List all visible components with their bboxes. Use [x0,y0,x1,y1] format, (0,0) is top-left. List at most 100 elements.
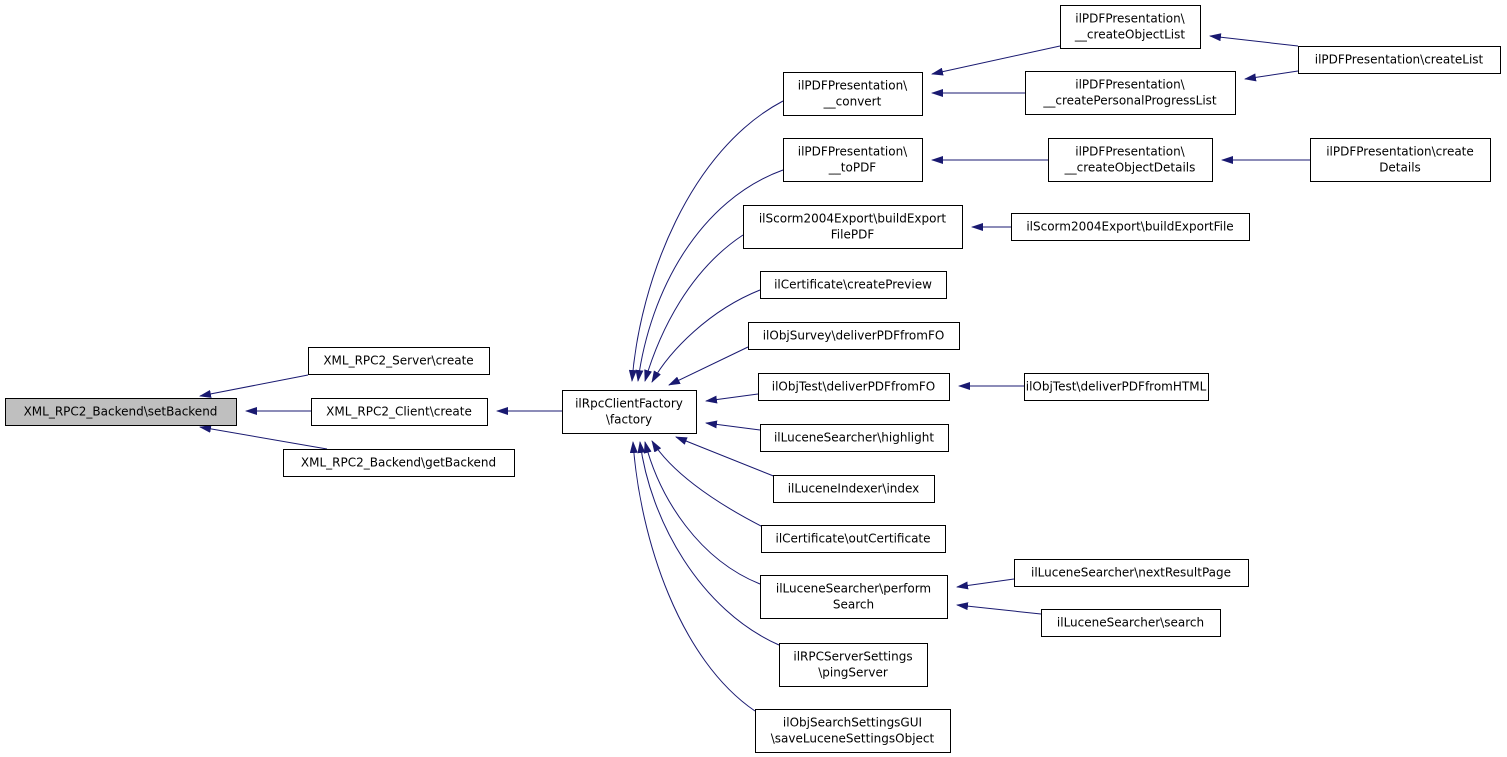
node-label-line: ilLuceneSearcher\highlight [774,431,934,445]
node-label-line: ilPDFPresentation\ [1075,145,1185,159]
node-set-backend[interactable]: XML_RPC2_Backend\setBackend [5,398,237,426]
node-label-line: FilePDF [831,228,875,242]
node-box [1041,609,1221,637]
node-ping-server[interactable]: ilRPCServerSettings \pingServer [779,643,928,687]
node-label-line: \saveLuceneSettingsObject [771,732,935,746]
edge-out-certificate-to-factory [651,440,764,528]
node-box [760,424,949,452]
node-label-line: XML_RPC2_Server\create [323,354,473,368]
node-index[interactable]: ilLuceneIndexer\index [773,475,935,503]
node-box [283,449,515,477]
node-box [308,347,490,375]
node-box [773,475,935,503]
node-out-certificate[interactable]: ilCertificate\outCertificate [761,525,946,553]
node-label-line: ilObjSurvey\deliverPDFfromFO [763,329,945,343]
node-box [783,138,923,182]
node-label-line: ilPDFPresentation\createList [1315,53,1484,67]
node-box [760,575,948,619]
node-box [5,398,237,426]
node-create-object-details[interactable]: ilPDFPresentation\ __createObjectDetails [1048,138,1213,182]
node-box [1298,46,1501,74]
node-box [1048,138,1213,182]
node-client-create[interactable]: XML_RPC2_Client\create [311,398,488,426]
node-label-line: Details [1379,161,1421,175]
node-label-line: ilLuceneSearcher\search [1057,616,1204,630]
edge-convert-to-factory [628,100,784,382]
edge-get-backend-to-set-backend [199,424,328,450]
node-box [311,398,488,426]
node-box [779,643,928,687]
node-create-preview[interactable]: ilCertificate\createPreview [760,271,947,299]
edge-create-list-to-create-object-list [1209,33,1299,47]
node-create-personal-progress-list[interactable]: ilPDFPresentation\__createPersonalProgre… [1025,71,1236,115]
edge-index-to-factory [675,436,777,478]
node-label-line: XML_RPC2_Backend\setBackend [24,405,218,419]
node-create-object-list[interactable]: ilPDFPresentation\ __createObjectList [1060,5,1201,49]
node-label-line: Search [833,598,874,612]
node-to-pdf[interactable]: ilPDFPresentation\__toPDF [783,138,923,182]
edge-ping-server-to-factory [637,441,780,646]
node-label-line: XML_RPC2_Backend\getBackend [301,456,496,470]
edge-next-result-page-to-perform-search [956,578,1015,590]
node-highlight[interactable]: ilLuceneSearcher\highlight [760,424,949,452]
node-label-line: ilScorm2004Export\buildExport [759,212,947,226]
node-label-line: ilObjTest\deliverPDFfromHTML [1026,380,1207,394]
node-box [761,525,946,553]
node-box [1310,138,1491,182]
node-label-line: ilCertificate\outCertificate [775,532,930,546]
node-survey-deliver[interactable]: ilObjSurvey\deliverPDFfromFO [748,322,960,350]
edges-layer [199,33,1310,712]
node-label-line: __createObjectList [1074,28,1185,42]
edge-highlight-to-factory [705,420,761,431]
node-label-line: ilLuceneIndexer\index [788,482,920,496]
node-factory[interactable]: ilRpcClientFactory \factory [562,390,697,434]
node-box [783,72,923,116]
node-box [1025,71,1236,115]
edge-survey-deliver-to-factory [668,346,749,386]
node-build-export-file[interactable]: ilScorm2004Export\buildExportFile [1011,213,1250,241]
node-convert[interactable]: ilPDFPresentation\__convert [783,72,923,116]
edge-save-lucene-to-factory [629,441,756,712]
node-label-line: XML_RPC2_Client\create [326,405,472,419]
node-box [758,373,950,401]
node-save-lucene[interactable]: ilObjSearchSettingsGUI \saveLuceneSetting… [755,709,951,753]
edge-create-list-to-create-personal-progress-list [1244,70,1299,82]
node-label-line: ilPDFPresentation\create [1326,145,1474,159]
edge-build-export-file-pdf-to-factory [644,234,744,382]
node-label-line: __createPersonalProgressList [1042,94,1217,108]
node-create-list[interactable]: ilPDFPresentation\createList [1298,46,1501,74]
node-label-line: ilPDFPresentation\ [1075,12,1185,26]
node-label-line: ilObjTest\deliverPDFfromFO [772,380,935,394]
node-label-line: \factory [606,413,652,427]
edge-server-create-to-set-backend [199,374,309,398]
node-label-line: ilRpcClientFactory [575,397,683,411]
node-next-result-page[interactable]: ilLuceneSearcher\nextResultPage [1014,559,1249,587]
node-label-line: __toPDF [828,161,877,175]
node-get-backend[interactable]: XML_RPC2_Backend\getBackend [283,449,515,477]
edge-search-to-perform-search [956,602,1042,615]
node-label-line: ilObjSearchSettingsGUI [783,716,922,730]
node-box [755,709,951,753]
node-label-line: __createObjectDetails [1064,161,1196,175]
node-box [748,322,960,350]
node-label-line: __convert [823,95,882,109]
edge-create-object-list-to-convert [931,45,1061,76]
node-box [1024,373,1209,401]
node-test-deliver-fo[interactable]: ilObjTest\deliverPDFfromFO [758,373,950,401]
nodes-layer: XML_RPC2_Backend\setBackend XML_RPC2_Serv… [5,5,1501,753]
edge-test-deliver-fo-to-factory [705,393,759,404]
node-test-deliver-html[interactable]: ilObjTest\deliverPDFfromHTML [1024,373,1209,401]
node-label-line: \pingServer [818,666,888,680]
edge-create-preview-to-factory [651,289,761,383]
node-box [760,271,947,299]
node-server-create[interactable]: XML_RPC2_Server\create [308,347,490,375]
node-box [1014,559,1249,587]
node-label-line: ilRPCServerSettings [793,650,912,664]
node-label-line: ilCertificate\createPreview [774,278,932,292]
node-search[interactable]: ilLuceneSearcher\search [1041,609,1221,637]
node-label-line: ilLuceneSearcher\perform [776,582,931,596]
